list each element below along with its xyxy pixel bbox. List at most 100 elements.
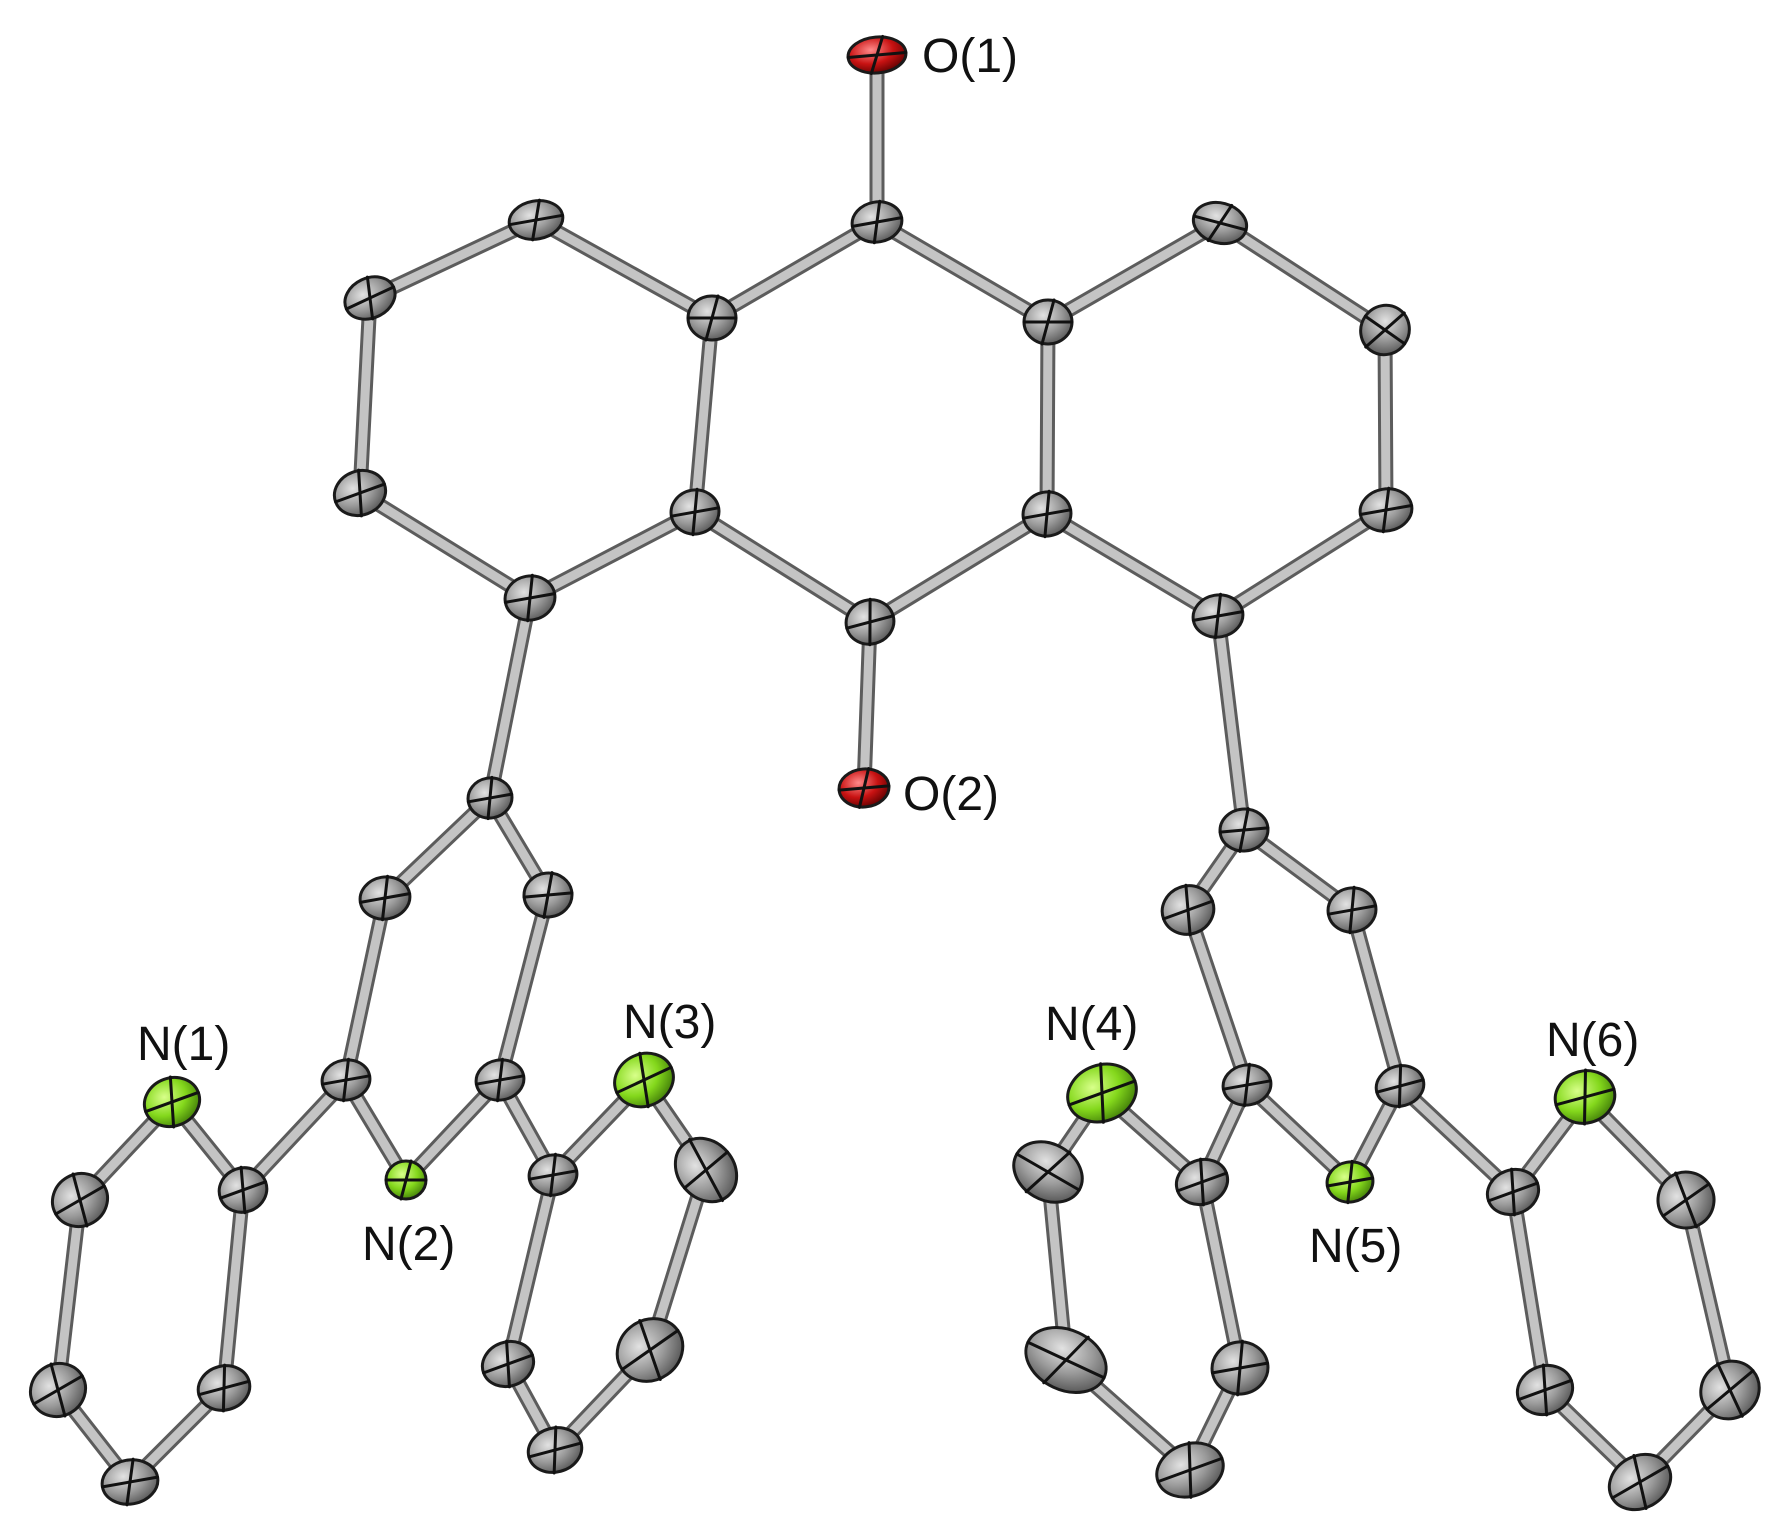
atom-c24 [196, 1363, 252, 1413]
bond-c16-c18 [338, 890, 393, 1088]
ellipsoid-axis [505, 1339, 511, 1389]
atom-c44 [1515, 1363, 1575, 1417]
bond-c1-c3 [869, 214, 1056, 330]
atom-c11 [1191, 200, 1249, 246]
ellipsoid-axis [638, 1319, 662, 1381]
ellipsoid-axis [691, 487, 699, 537]
atom-n3 [613, 1051, 675, 1109]
label-n3: N(3) [623, 996, 716, 1049]
ellipsoid-axis [869, 34, 885, 76]
bond-core [1042, 509, 1223, 621]
atom-c7 [503, 573, 557, 623]
ellipsoid-axis [1541, 1363, 1549, 1417]
label-n2: N(2) [362, 1218, 455, 1271]
bond-c44-c40 [1505, 1184, 1553, 1398]
atom-c30 [1218, 807, 1270, 853]
ellipsoid-axis [357, 468, 363, 518]
atom-n4 [1066, 1062, 1138, 1124]
atom-c27 [615, 1317, 685, 1383]
ellipsoid-axis [638, 1051, 650, 1109]
ellipsoid-axis [1238, 807, 1250, 853]
ellipsoid-axis [1187, 1441, 1193, 1499]
atom-c33 [1221, 1062, 1273, 1108]
atom-c20 [217, 1165, 269, 1215]
bond-core [1213, 505, 1391, 621]
bond-c34-c40 [1392, 1078, 1521, 1200]
bond-core [1347, 905, 1405, 1091]
bond-c6-c7 [352, 485, 538, 606]
ellipsoid-axis [526, 573, 534, 623]
bond-core [341, 893, 390, 1085]
ellipsoid-axis [221, 1363, 227, 1413]
atom-c23 [100, 1457, 160, 1507]
ellipsoid-axis [1346, 1159, 1354, 1205]
atom-c36 [1174, 1157, 1230, 1207]
bond-c33-n5 [1239, 1077, 1358, 1190]
label-o1: O(1) [922, 30, 1018, 83]
ellipsoid-axis [1206, 203, 1234, 243]
ellipsoid-axis [1632, 1453, 1648, 1511]
label-n4: N(4) [1045, 998, 1138, 1051]
atom-c35 [1012, 1140, 1084, 1204]
bond-core [503, 1170, 558, 1369]
atom-c14 [1191, 592, 1245, 640]
atom-c25 [527, 1152, 579, 1198]
atom-c6 [332, 468, 388, 518]
bond-core [355, 293, 375, 498]
ellipsoid-axis [1582, 1068, 1588, 1126]
atom-c9 [1021, 489, 1073, 539]
ellipsoid-axis [857, 767, 871, 809]
bond-core [219, 1185, 248, 1393]
ellipsoid-axis [1043, 489, 1051, 539]
ellipsoid-axis [549, 1152, 557, 1198]
atom-o2 [837, 767, 891, 809]
bond-core [707, 217, 882, 323]
ellipsoid-axis [531, 198, 541, 242]
ellipsoid-axis [1042, 1335, 1090, 1385]
label-n6: N(6) [1546, 1014, 1639, 1067]
atom-c41 [1656, 1170, 1716, 1230]
bond-c10-c9 [862, 506, 1055, 630]
atom-c43 [1607, 1452, 1673, 1512]
bond-core [690, 313, 717, 517]
atom-c12 [1359, 303, 1411, 357]
ellipsoid-axis [1199, 1157, 1205, 1207]
atom-c3 [1022, 298, 1074, 346]
ellipsoid-axis [125, 1457, 135, 1507]
bond-c24-c20 [216, 1182, 251, 1396]
atom-c15 [466, 775, 514, 821]
ellipsoid-axis [1397, 1063, 1403, 1109]
bond-c8-c10 [687, 504, 878, 630]
bond-c19-c17 [492, 887, 556, 1088]
bond-core [355, 488, 535, 603]
ellipsoid-axis [1213, 592, 1223, 640]
bond-c14-c30 [1210, 608, 1252, 838]
atom-c16 [358, 874, 412, 922]
bond-core [865, 509, 1052, 627]
bond-c13-c14 [1210, 502, 1394, 624]
bond-c2-c8 [687, 310, 720, 520]
atom-c13 [1358, 486, 1414, 534]
ellipsoid-axis [71, 1172, 89, 1228]
bond-core [53, 1195, 85, 1395]
atom-c38 [1155, 1441, 1225, 1499]
bond-core [1508, 1187, 1550, 1395]
bond-c14-c9 [1039, 506, 1226, 624]
atom-n2 [384, 1159, 428, 1201]
bond-c11-c12 [1212, 215, 1393, 338]
atom-c21 [50, 1171, 110, 1229]
atom-c10 [844, 597, 896, 647]
ellipsoid-axis [1364, 311, 1406, 349]
bond-core [1215, 218, 1390, 335]
bond-c10-o2 [856, 614, 878, 796]
ellipsoid-axis [872, 199, 882, 245]
bond-c34-c32 [1344, 902, 1408, 1094]
bond-c29-c25 [500, 1167, 561, 1372]
bond-c7-c15 [482, 590, 538, 806]
bond-core [365, 215, 541, 303]
bond-core [1213, 611, 1249, 835]
atom-c1 [850, 199, 904, 245]
bond-c21-c22 [50, 1192, 88, 1398]
ellipsoid-axis [688, 1137, 724, 1203]
